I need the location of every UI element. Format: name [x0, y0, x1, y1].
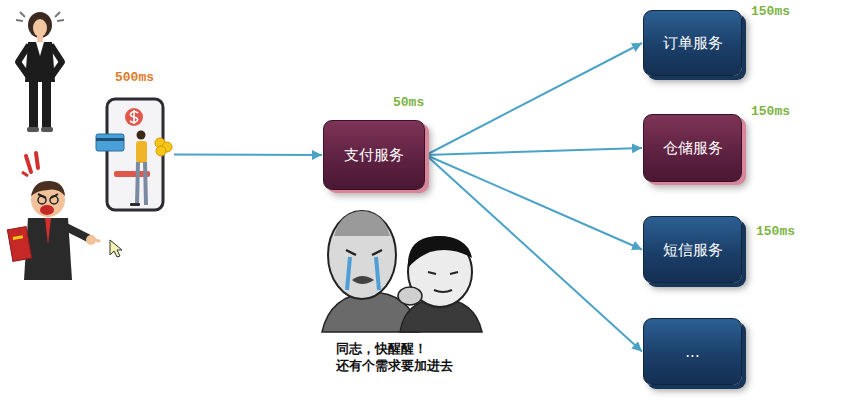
service-box: 仓储服务150ms [643, 114, 742, 182]
flow-arrow [426, 155, 642, 352]
angry-boss-figure [7, 153, 99, 280]
flow-arrow [426, 155, 642, 250]
timing-label: 150ms [751, 5, 790, 19]
timing-label: 50ms [393, 96, 424, 110]
node-label: 订单服务 [663, 34, 723, 52]
cursor [110, 240, 122, 257]
woman-figure [16, 12, 64, 132]
timing-label: 500ms [115, 71, 154, 85]
flow-arrow [174, 154, 322, 157]
phone-illustration [96, 99, 172, 210]
service-box: 短信服务150ms [643, 216, 742, 283]
service-box: ... [643, 318, 742, 385]
node-label: 短信服务 [663, 241, 723, 259]
flow-arrow [426, 43, 642, 155]
node-label: ... [685, 343, 699, 361]
phone-node: 500ms [105, 97, 173, 212]
node-label: 支付服务 [344, 146, 404, 164]
timing-label: 150ms [756, 225, 795, 239]
meme-illustration [322, 211, 482, 332]
node-label: 仓储服务 [663, 139, 723, 157]
service-box: 支付服务50ms [323, 120, 425, 190]
meme-caption: 同志，快醒醒！ 还有个需求要加进去 [336, 341, 464, 375]
service-box: 订单服务150ms [643, 10, 742, 76]
timing-label: 150ms [751, 105, 790, 119]
flow-arrow [426, 148, 642, 155]
